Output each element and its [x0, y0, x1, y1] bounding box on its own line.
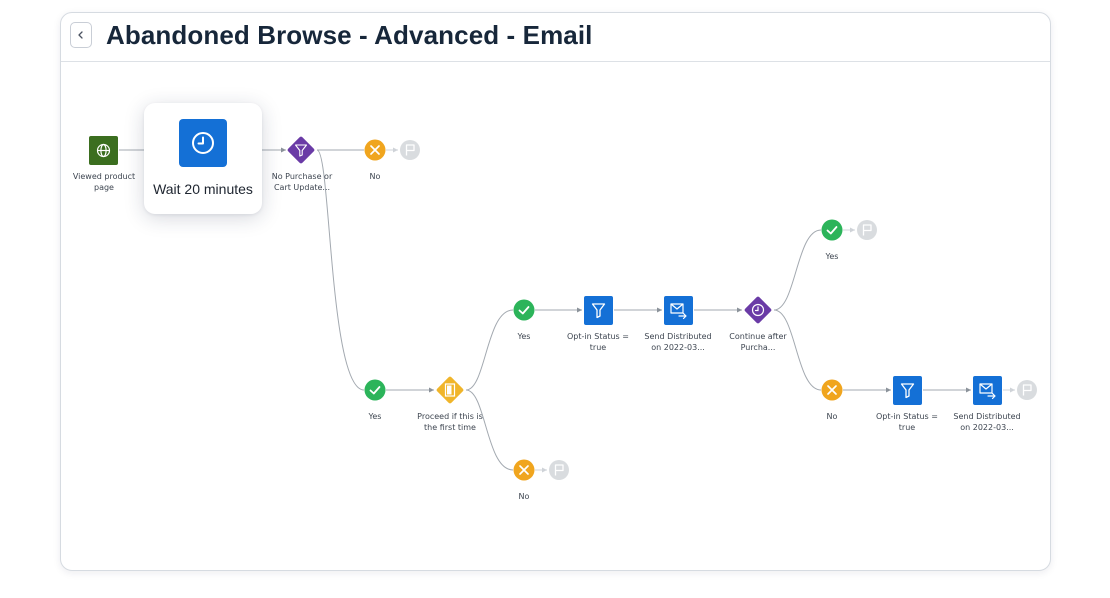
node-label: Wait 20 minutes	[153, 181, 253, 197]
node-label: Continue after	[729, 332, 787, 341]
node-label: Yes	[825, 252, 839, 261]
back-button[interactable]	[70, 22, 92, 48]
email-send-icon	[670, 303, 687, 320]
node-branch-no[interactable]: No	[821, 379, 843, 422]
page-title: Abandoned Browse - Advanced - Email	[106, 20, 593, 50]
flag-icon	[862, 224, 872, 236]
node-label: true	[899, 423, 915, 432]
globe-icon	[96, 143, 111, 158]
journey-canvas-card: Abandoned Browse - Advanced - Email	[60, 12, 1051, 571]
node-label: Send Distributed	[644, 332, 711, 341]
clock-icon	[751, 303, 765, 317]
node-label: Yes	[368, 412, 382, 421]
node-label: on 2022-03...	[960, 423, 1014, 432]
flag-icon	[554, 464, 564, 476]
header-bar: Abandoned Browse - Advanced - Email	[61, 13, 1050, 62]
node-send-distributed[interactable]: Send Distributed on 2022-03...	[644, 296, 712, 352]
connector-lines	[119, 147, 971, 471]
node-filter-no-purchase[interactable]: No Purchase or Cart Update...	[272, 136, 333, 192]
x-icon	[519, 465, 529, 475]
node-branch-no[interactable]: No	[364, 139, 386, 182]
node-label: Viewed product	[73, 172, 135, 181]
check-icon	[826, 226, 838, 235]
check-icon	[518, 306, 530, 315]
node-label: page	[94, 183, 114, 192]
node-label: Opt-in Status =	[876, 412, 938, 421]
node-label: on 2022-03...	[651, 343, 705, 352]
node-wait-selected[interactable]: Wait 20 minutes	[144, 103, 262, 214]
door-icon	[444, 383, 456, 397]
node-optin-filter[interactable]: Opt-in Status = true	[876, 376, 938, 432]
node-label: Proceed if this is	[417, 412, 483, 421]
node-label: Opt-in Status =	[567, 332, 629, 341]
node-continue-after-purchase[interactable]: Continue after Purcha...	[729, 296, 787, 352]
x-icon	[370, 145, 380, 155]
node-label: No	[370, 172, 381, 181]
node-send-distributed[interactable]: Send Distributed on 2022-03...	[953, 376, 1021, 432]
check-icon	[369, 386, 381, 395]
end-connectors	[386, 147, 1015, 473]
node-label: Purcha...	[741, 343, 776, 352]
flow-diagram: Viewed product page No Purchase or Cart …	[73, 136, 1037, 502]
end-node	[400, 140, 420, 160]
funnel-icon	[294, 144, 308, 157]
node-proceed-first-time[interactable]: Proceed if this is the first time	[417, 376, 483, 432]
node-trigger-viewed-product[interactable]: Viewed product page	[73, 136, 135, 192]
node-label: the first time	[424, 423, 476, 432]
node-label: Cart Update...	[274, 183, 330, 192]
node-label: Yes	[517, 332, 531, 341]
funnel-icon	[900, 383, 915, 399]
flag-icon	[405, 144, 415, 156]
email-send-icon	[979, 383, 996, 400]
node-label: true	[590, 343, 606, 352]
node-branch-no[interactable]: No	[513, 459, 535, 502]
chevron-left-icon	[78, 31, 83, 39]
clock-icon	[179, 119, 227, 167]
node-branch-yes[interactable]: Yes	[364, 379, 386, 422]
node-label: No	[519, 492, 530, 501]
x-icon	[827, 385, 837, 395]
node-branch-yes[interactable]: Yes	[513, 299, 535, 342]
node-optin-filter[interactable]: Opt-in Status = true	[567, 296, 629, 352]
end-node	[1017, 380, 1037, 400]
end-node	[857, 220, 877, 240]
end-node	[549, 460, 569, 480]
node-label: No Purchase or	[272, 172, 333, 181]
funnel-icon	[591, 303, 606, 319]
node-label: Send Distributed	[953, 412, 1020, 421]
node-branch-yes[interactable]: Yes	[821, 219, 843, 262]
node-label: No	[827, 412, 838, 421]
flag-icon	[1022, 384, 1032, 396]
